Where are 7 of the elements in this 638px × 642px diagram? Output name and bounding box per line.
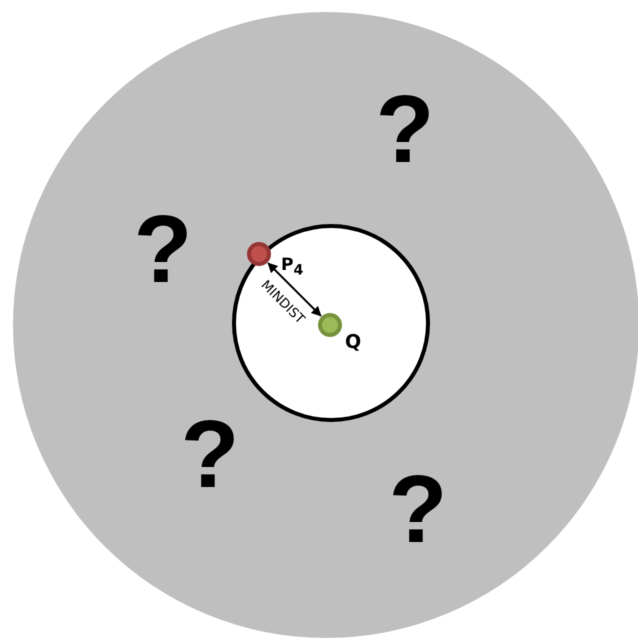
question-mark: ? — [388, 462, 448, 558]
point-label: Q — [345, 333, 362, 352]
double-arrow — [267, 262, 322, 317]
question-mark: ? — [376, 82, 434, 178]
point-label: P$_{4}$ — [281, 257, 304, 278]
question-mark: ? — [134, 202, 192, 298]
question-mark: ? — [180, 407, 240, 503]
